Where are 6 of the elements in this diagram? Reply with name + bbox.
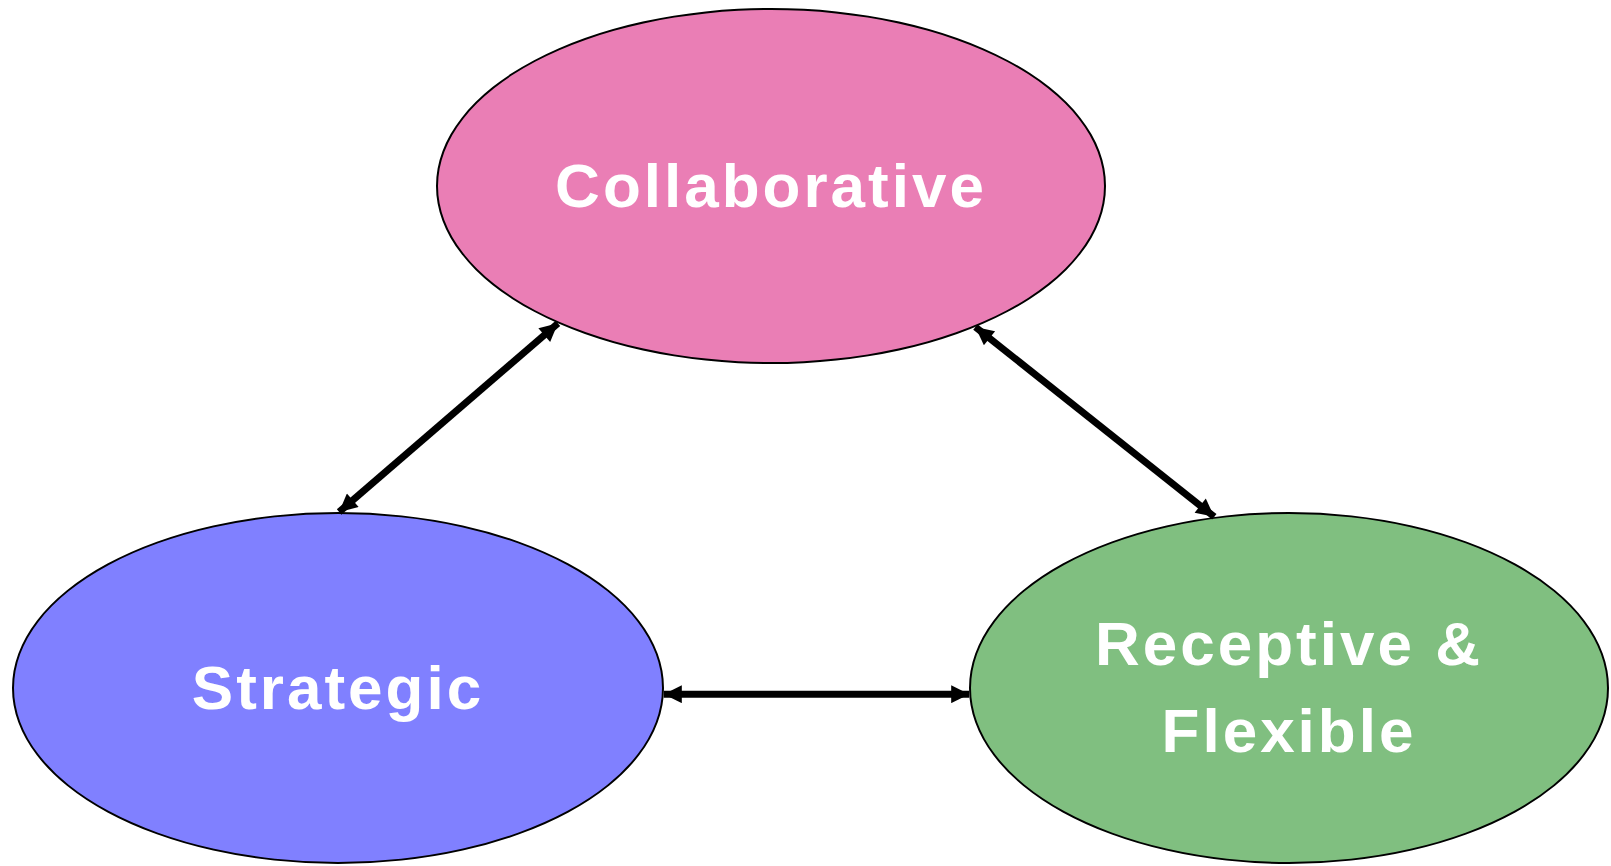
double-arrow xyxy=(663,685,970,704)
double-arrow xyxy=(336,320,561,515)
node-label: Strategic xyxy=(191,651,485,724)
double-arrow xyxy=(973,324,1217,520)
node-label: Receptive & Flexible xyxy=(1094,608,1484,767)
node-label: Collaborative xyxy=(555,149,987,222)
